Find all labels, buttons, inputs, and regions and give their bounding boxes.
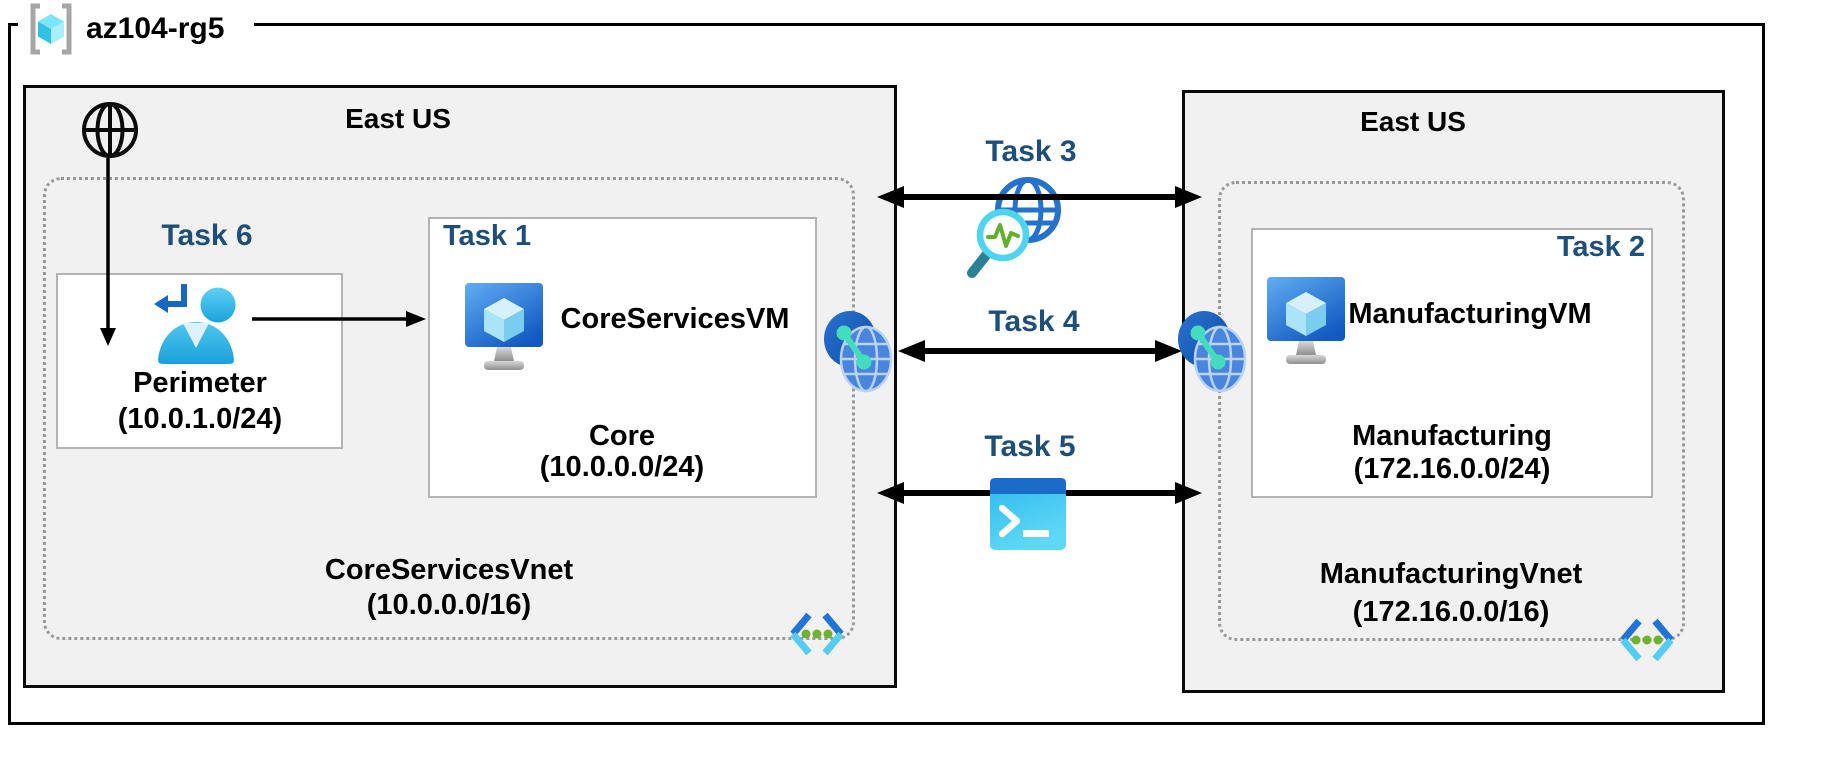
manufacturing-subnet-name: Manufacturing [1352, 420, 1552, 452]
vnet-peering-icon-left [824, 311, 893, 393]
manufacturing-vm-name: ManufacturingVM [1348, 298, 1592, 330]
virtual-network-icon-left [790, 612, 844, 656]
coreservices-vnet-cidr: (10.0.0.0/16) [366, 589, 532, 621]
perimeter-subnet-cidr: (10.0.1.0/24) [117, 403, 283, 435]
vnet-boundary-coreservices [43, 177, 855, 640]
task4-label: Task 4 [988, 305, 1080, 338]
region-title-left: East US [345, 103, 451, 134]
core-subnet-cidr: (10.0.0.0/24) [539, 451, 705, 483]
task1-label: Task 1 [443, 220, 532, 252]
manufacturing-vnet-cidr: (172.16.0.0/16) [1352, 596, 1550, 628]
vnet-peering-icon-right [1178, 311, 1247, 393]
task3-label: Task 3 [985, 135, 1077, 168]
region-title-right: East US [1360, 106, 1466, 137]
virtual-network-icon-right [1620, 618, 1674, 662]
perimeter-subnet-name: Perimeter [133, 367, 267, 399]
resource-group-border [8, 23, 1765, 725]
coreservices-vnet-name: CoreServicesVnet [324, 554, 574, 586]
vnet-boundary-manufacturing [1218, 181, 1685, 641]
resource-group-cube-icon [30, 3, 72, 55]
resource-group-name: az104-rg5 [86, 12, 225, 45]
cloud-shell-terminal-icon [990, 478, 1066, 550]
core-subnet-box [428, 217, 817, 498]
virtual-machine-icon [1267, 277, 1345, 364]
task6-label: Task 6 [161, 219, 253, 252]
core-subnet-name: Core [588, 420, 656, 452]
virtual-machine-icon [465, 283, 543, 370]
network-watcher-globe-magnifier-icon [967, 177, 1061, 278]
resource-group-chip: az104-rg5 [18, 0, 254, 58]
task2-label: Task 2 [1556, 231, 1645, 263]
core-vm-name: CoreServicesVM [560, 303, 790, 335]
manufacturing-subnet-cidr: (172.16.0.0/24) [1353, 453, 1551, 485]
manufacturing-vnet-name: ManufacturingVnet [1319, 558, 1583, 590]
task5-label: Task 5 [984, 430, 1076, 463]
internet-globe-icon [82, 102, 138, 158]
sign-in-user-icon [154, 284, 236, 364]
